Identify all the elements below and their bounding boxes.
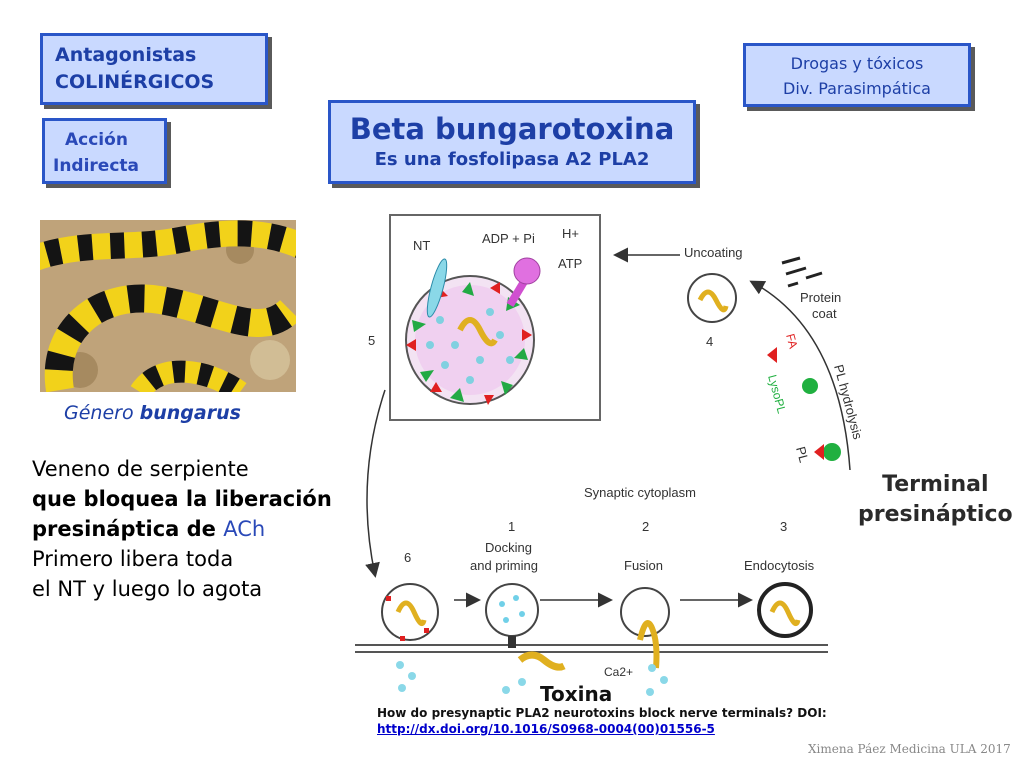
accion-box: Acción Indirecta [42, 118, 167, 184]
label-step3: 3 [780, 519, 787, 534]
vesicle-step2 [620, 587, 670, 669]
label-endocytosis: Endocytosis [744, 558, 815, 573]
label-docking: Docking [485, 540, 532, 555]
label-atp: ATP [558, 256, 582, 271]
label-step6: 6 [404, 550, 411, 565]
released-nt-dots [396, 661, 668, 696]
terminal-line2: presináptico [858, 502, 1013, 527]
nt-transporter-icon [426, 258, 448, 318]
main-heading: Beta bungarotoxina [349, 112, 675, 146]
atpase-head-icon [513, 257, 541, 285]
uncoating-toxin [697, 289, 729, 313]
label-uncoating: Uncoating [684, 245, 743, 260]
reference-text: How do presynaptic PLA2 neurotoxins bloc… [377, 706, 827, 720]
desc-line5: el NT y luego lo agota [32, 577, 263, 601]
atpase-stalk [506, 277, 529, 308]
label-protein: Protein [800, 290, 841, 305]
pl-marker [823, 443, 841, 461]
protein-coat-fragments [781, 256, 823, 288]
accion-line1: Acción [65, 130, 128, 150]
title-line2: COLINÉRGICOS [55, 71, 215, 93]
terminal-label: Terminal presináptico [858, 470, 1013, 530]
drogas-line1: Drogas y tóxicos [790, 54, 924, 73]
arrow-hydrolysis [749, 280, 851, 471]
desc-ach: ACh [223, 517, 266, 541]
label-pl: PL [793, 445, 812, 464]
label-adp: ADP + Pi [482, 231, 535, 246]
label-ca: Ca2+ [604, 665, 633, 679]
lysopl-marker [802, 378, 818, 394]
label-synaptic-cytoplasm: Synaptic cytoplasm [584, 485, 696, 500]
label-fa: FA [783, 332, 800, 350]
title-box: Antagonistas COLINÉRGICOS [40, 33, 268, 105]
pl-red-marker [814, 444, 824, 460]
photo-caption: Género bungarus [64, 402, 241, 424]
reference: How do presynaptic PLA2 neurotoxins bloc… [377, 705, 827, 737]
main-subheading: Es una fosfolipasa A2 PLA2 [374, 149, 650, 170]
desc-line3-bold: presináptica de [32, 517, 224, 541]
accion-line2: Indirecta [53, 156, 140, 176]
toxin-vesicle [405, 275, 535, 405]
label-fusion: Fusion [624, 558, 663, 573]
main-heading-box: Beta bungarotoxina Es una fosfolipasa A2… [328, 100, 696, 184]
desc-line1: Veneno de serpiente [32, 457, 249, 481]
credit: Ximena Páez Medicina ULA 2017 [808, 742, 1011, 756]
reference-link[interactable]: http://dx.doi.org/10.1016/S0968-0004(00)… [377, 722, 715, 736]
label-priming: and priming [470, 558, 538, 573]
title-line1: Antagonistas [55, 44, 197, 66]
snake-illustration [40, 220, 296, 392]
label-step1: 1 [508, 519, 515, 534]
toxina-label: Toxina [540, 682, 613, 706]
caption-prefix: Género [64, 402, 140, 424]
vesicle-step6 [381, 583, 439, 641]
label-step5: 5 [368, 333, 375, 348]
label-step2: 2 [642, 519, 649, 534]
toxin-shape [457, 317, 498, 347]
desc-line3: presináptica de ACh [32, 514, 332, 544]
vesicle-step3 [757, 582, 813, 638]
caption-genus: bungarus [139, 402, 241, 424]
label-h: H+ [562, 226, 579, 241]
toxin-docking [517, 651, 566, 671]
fa-marker [767, 347, 777, 363]
label-step4: 4 [706, 334, 713, 349]
terminal-line1: Terminal [882, 472, 989, 497]
label-coat: coat [812, 306, 837, 321]
desc-line4: Primero libera toda [32, 547, 234, 571]
vesicle-step1 [485, 583, 539, 648]
drogas-box: Drogas y tóxicos Div. Parasimpática [743, 43, 971, 107]
arrow-step5 [365, 389, 386, 578]
snake-photo [40, 220, 296, 392]
drogas-line2: Div. Parasimpática [783, 79, 931, 98]
label-nt: NT [413, 238, 430, 253]
desc-line2: que bloquea la liberación [32, 487, 332, 511]
uncoating-vesicle [687, 273, 737, 323]
label-lysopl: LysoPL [765, 373, 789, 415]
description: Veneno de serpiente que bloquea la liber… [32, 454, 332, 604]
inset-frame [389, 214, 601, 421]
label-pl-hydrolysis: PL hydrolysis [831, 363, 866, 442]
